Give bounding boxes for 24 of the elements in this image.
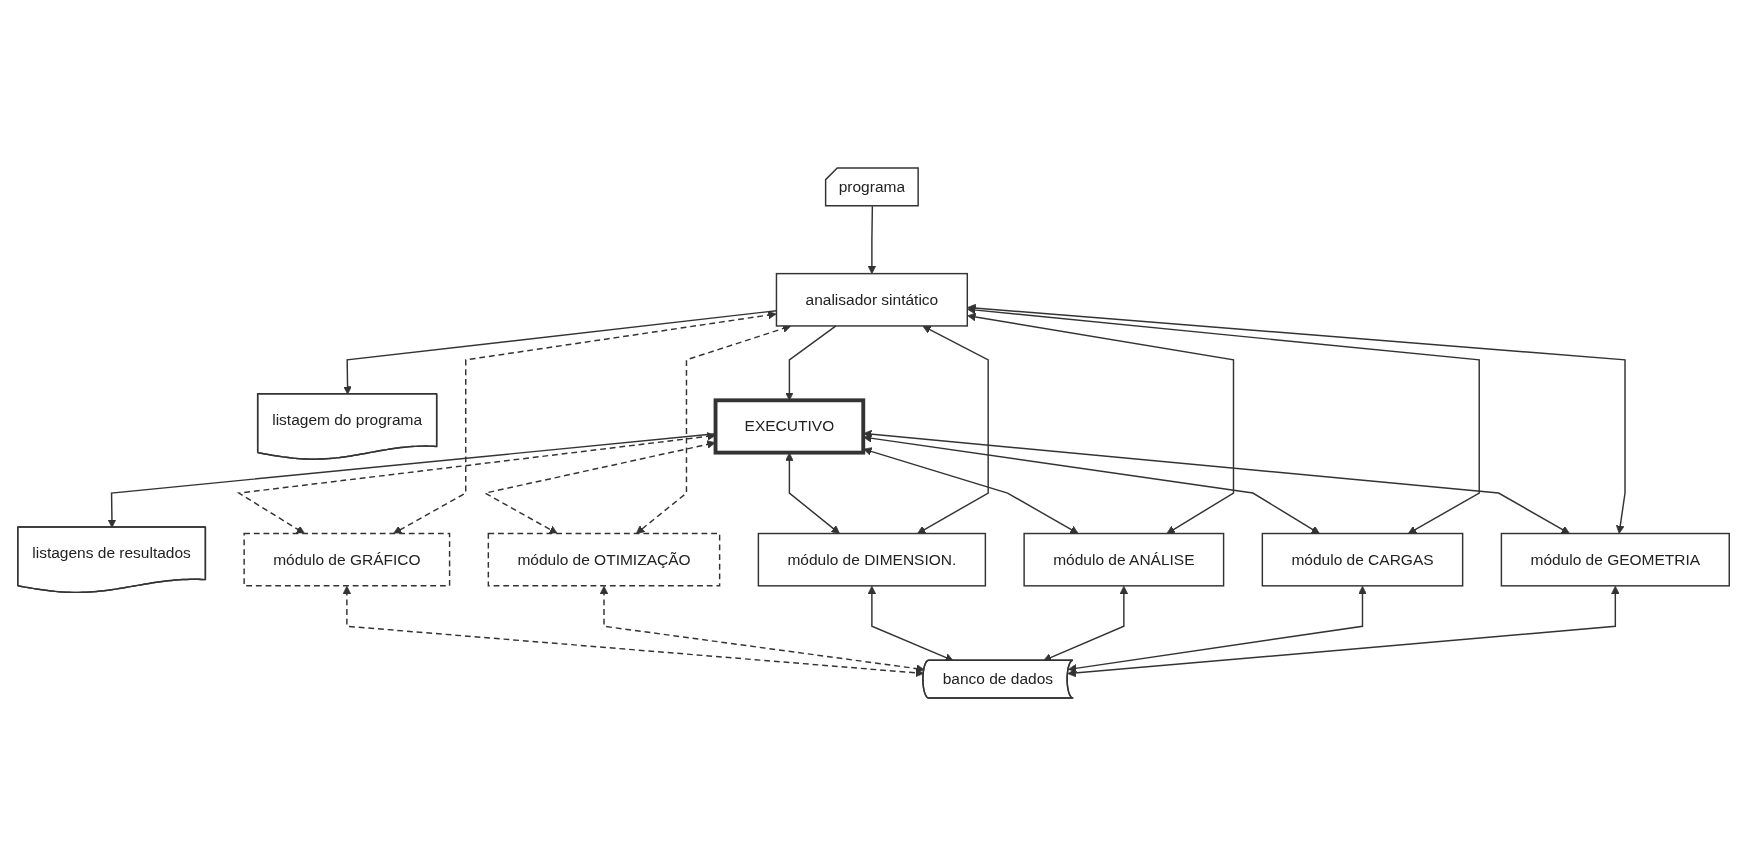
- arrow: [867, 205, 877, 274]
- node-box: módulo de CARGAS: [1261, 532, 1464, 587]
- node-box: módulo de GRÁFICO: [243, 532, 451, 587]
- arrow: [1067, 585, 1620, 678]
- arrow: [917, 325, 989, 534]
- arrow: [967, 305, 1480, 534]
- arrow: [599, 585, 925, 673]
- arrow: [342, 585, 925, 678]
- arrow: [785, 452, 840, 534]
- arrow: [863, 429, 1570, 534]
- arrow: [636, 324, 792, 534]
- node-box: módulo de GEOMETRIA: [1500, 532, 1730, 587]
- node-box: EXECUTIVO: [713, 398, 866, 455]
- arrow: [967, 303, 1626, 534]
- arrow: [863, 434, 1320, 534]
- node-box: módulo de ANÁLISE: [1023, 532, 1225, 587]
- arrow: [967, 312, 1235, 534]
- arrow: [863, 447, 1079, 534]
- arrow: [1068, 585, 1367, 673]
- arrow: [393, 310, 777, 534]
- node-box: analisador sintático: [775, 272, 969, 327]
- node-box: módulo de OTIMIZAÇÃO: [487, 532, 721, 587]
- arrow: [785, 325, 837, 401]
- node-box: módulo de DIMENSION.: [757, 532, 987, 587]
